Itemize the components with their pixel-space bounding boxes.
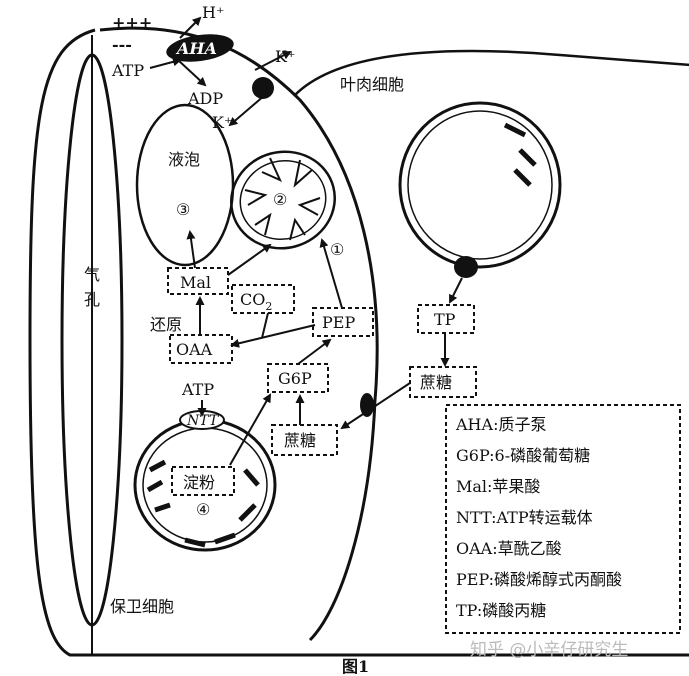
arrows: [149, 16, 463, 466]
pep-label: PEP: [322, 313, 355, 332]
legend-item: OAA:草酰乙酸: [456, 539, 562, 558]
oaa-label: OAA: [176, 340, 213, 359]
legend-item: PEP:磷酸烯醇式丙酮酸: [456, 570, 622, 589]
co2-label: CO2: [240, 290, 272, 313]
ntt-label: NTT: [186, 413, 220, 429]
legend-item: AHA:质子泵: [455, 415, 546, 434]
co2-link: [261, 312, 269, 339]
starch-label: 淀粉: [183, 473, 215, 492]
legend-item: G6P:6-磷酸葡萄糖: [456, 446, 590, 465]
k-plus-in-label: K⁺: [212, 113, 232, 132]
path-number-1: ①: [330, 240, 344, 259]
stoma-label-2: 孔: [84, 290, 100, 309]
vacuole-number: ③: [176, 200, 190, 219]
legend-item: Mal:苹果酸: [456, 477, 540, 496]
aha-pump: [166, 34, 234, 62]
guard-chloroplast: [133, 418, 277, 552]
aha-label: AHA: [175, 39, 217, 58]
reduction-label: 还原: [150, 315, 182, 334]
watermark: 知乎 @小辛仔研究生: [470, 640, 628, 660]
legend-item: TP:磷酸丙糖: [456, 601, 546, 620]
mesophyll-label: 叶肉细胞: [340, 75, 404, 94]
labels: +++ --- H⁺ AHA K⁺ ATP ADP K⁺ 叶肉细胞 液泡 ③ ②…: [84, 3, 456, 676]
adp-label: ADP: [187, 89, 223, 108]
guard-cell-label: 保卫细胞: [110, 597, 174, 616]
k-plus-top-label: K⁺: [275, 47, 295, 66]
vacuole-label: 液泡: [168, 150, 200, 169]
atp-bottom-label: ATP: [181, 380, 214, 399]
transporters: [166, 34, 478, 430]
sucrose-left-label: 蔗糖: [284, 431, 316, 450]
mito-number: ②: [273, 190, 287, 209]
k-channel: [252, 77, 274, 99]
chloroplast-number: ④: [196, 500, 210, 519]
mitochondrion: [230, 150, 336, 250]
mal-label: Mal: [180, 273, 211, 292]
legend-item: NTT:ATP转运载体: [456, 508, 593, 527]
sucrose-transporter: [360, 393, 374, 417]
atp-top-label: ATP: [111, 61, 144, 80]
tp-transporter: [454, 256, 478, 278]
plus-signs: +++: [112, 13, 152, 32]
figure-caption: 图1: [342, 657, 369, 676]
vacuole: [135, 103, 235, 267]
minus-signs: ---: [112, 35, 132, 54]
tp-label: TP: [434, 310, 456, 329]
sucrose-right-label: 蔗糖: [420, 373, 452, 392]
stoma-label-1: 气: [84, 265, 100, 284]
h-plus-label: H⁺: [202, 3, 224, 22]
guard-cell-outline: [28, 26, 689, 657]
mesophyll-boundary: [294, 49, 689, 96]
g6p-label: G6P: [278, 369, 312, 388]
mesophyll-chloroplast: [398, 101, 562, 269]
legend: AHA:质子泵 G6P:6-磷酸葡萄糖 Mal:苹果酸 NTT:ATP转运载体 …: [455, 415, 622, 620]
